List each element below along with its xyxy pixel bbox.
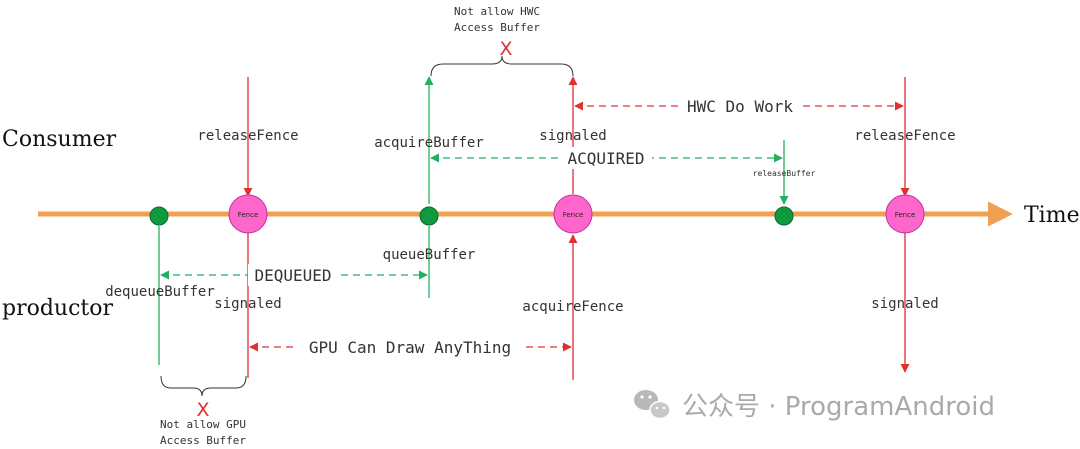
fence-label: Fence	[238, 211, 259, 219]
release-buffer-label: releaseBuffer	[753, 169, 816, 178]
fence-label: Fence	[895, 211, 916, 219]
time-label: Time	[1024, 203, 1080, 228]
cross-icon-gpu: X	[196, 399, 209, 421]
queue-buffer-label: queueBuffer	[383, 247, 476, 263]
not-allow-gpu-line1: Not allow GPU	[160, 418, 246, 431]
watermark-text: 公众号 · ProgramAndroid	[682, 392, 995, 422]
productor-label: productor	[2, 296, 114, 321]
fence-node-1: Fence	[228, 194, 268, 234]
not-allow-hwc-line1: Not allow HWC	[454, 5, 540, 18]
not-allow-hwc-line2: Access Buffer	[454, 21, 540, 34]
dequeue-point	[149, 206, 169, 226]
release-fence-label-2: releaseFence	[854, 128, 955, 144]
wechat-icon	[634, 390, 671, 420]
watermark: 公众号 · ProgramAndroid	[634, 390, 995, 422]
dequeued-label: DEQUEUED	[254, 266, 331, 285]
queue-point	[419, 206, 439, 226]
not-allow-gpu-line2: Access Buffer	[160, 434, 246, 447]
fence-node-3: Fence	[885, 194, 925, 234]
consumer-label: Consumer	[2, 127, 117, 152]
fence-label: Fence	[563, 211, 584, 219]
cross-icon-hwc: X	[499, 38, 512, 60]
signaled-top-label: signaled	[539, 128, 606, 144]
release-fence-label-1: releaseFence	[197, 128, 298, 144]
acquire-buffer-label: acquireBuffer	[374, 135, 484, 151]
gpu-not-allowed-brace	[160, 375, 247, 397]
signaled-bottom-label-1: signaled	[214, 296, 281, 312]
acquire-fence-label: acquireFence	[522, 299, 623, 315]
signaled-bottom-label-2: signaled	[871, 296, 938, 312]
gpu-can-draw-label: GPU Can Draw AnyThing	[309, 338, 511, 357]
acquired-label: ACQUIRED	[567, 149, 644, 168]
fence-node-2: Fence	[553, 194, 593, 234]
release-buffer-point	[774, 206, 794, 226]
hwc-do-work-label: HWC Do Work	[687, 97, 793, 116]
dequeue-buffer-label: dequeueBuffer	[105, 284, 215, 300]
hwc-not-allowed-brace	[430, 55, 574, 77]
